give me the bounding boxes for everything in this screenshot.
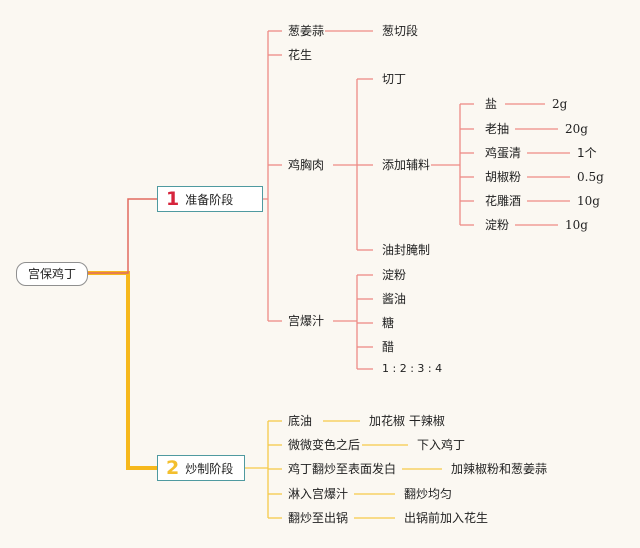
fuliao-amount[interactable]: 20g bbox=[564, 122, 589, 136]
stage-1-node[interactable]: 1 准备阶段 bbox=[157, 186, 263, 212]
step-label[interactable]: 翻炒至出锅 bbox=[287, 511, 350, 525]
node-huasheng[interactable]: 花生 bbox=[287, 48, 314, 62]
fuliao-name[interactable]: 盐 bbox=[484, 97, 499, 111]
step-label[interactable]: 微微变色之后 bbox=[287, 438, 362, 452]
step-label[interactable]: 鸡丁翻炒至表面发白 bbox=[287, 462, 398, 476]
stage-1-number: 1 bbox=[166, 187, 180, 210]
fuliao-amount[interactable]: 2g bbox=[551, 97, 569, 111]
fuliao-name[interactable]: 淀粉 bbox=[484, 218, 511, 232]
stage-2-label: 炒制阶段 bbox=[185, 461, 234, 476]
fuliao-amount[interactable]: 0.5g bbox=[576, 170, 605, 184]
node-tianjiafuliao[interactable]: 添加辅料 bbox=[381, 158, 432, 172]
step-label[interactable]: 底油 bbox=[287, 414, 314, 428]
root-topic[interactable]: 宫保鸡丁 bbox=[16, 262, 88, 286]
fuliao-name[interactable]: 胡椒粉 bbox=[484, 170, 523, 184]
zhi-ratio[interactable]: 1 : 2 : 3 : 4 bbox=[381, 362, 444, 376]
fuliao-amount[interactable]: 1个 bbox=[576, 146, 598, 160]
step-detail[interactable]: 出锅前加入花生 bbox=[403, 511, 490, 525]
stage-1-label: 准备阶段 bbox=[185, 192, 234, 207]
zhi-ingredient[interactable]: 酱油 bbox=[381, 292, 408, 306]
step-detail[interactable]: 加花椒 干辣椒 bbox=[368, 414, 446, 428]
node-jixiongrou[interactable]: 鸡胸肉 bbox=[287, 158, 326, 172]
node-youfengyanzhi[interactable]: 油封腌制 bbox=[381, 243, 432, 257]
zhi-ingredient[interactable]: 糖 bbox=[381, 316, 396, 330]
zhi-ingredient[interactable]: 淀粉 bbox=[381, 268, 408, 282]
step-label[interactable]: 淋入宫爆汁 bbox=[287, 487, 350, 501]
node-gongbaozhi[interactable]: 宫爆汁 bbox=[287, 314, 326, 328]
node-congqieduan[interactable]: 葱切段 bbox=[381, 24, 420, 38]
fuliao-name[interactable]: 老抽 bbox=[484, 122, 511, 136]
node-congjiangsuan[interactable]: 葱姜蒜 bbox=[287, 24, 326, 38]
step-detail[interactable]: 下入鸡丁 bbox=[416, 438, 467, 452]
stage-2-number: 2 bbox=[166, 456, 180, 479]
fuliao-amount[interactable]: 10g bbox=[576, 194, 601, 208]
stage-2-node[interactable]: 2 炒制阶段 bbox=[157, 455, 245, 481]
node-qieding[interactable]: 切丁 bbox=[381, 72, 408, 86]
fuliao-name[interactable]: 鸡蛋清 bbox=[484, 146, 523, 160]
step-detail[interactable]: 加辣椒粉和葱姜蒜 bbox=[450, 462, 549, 476]
fuliao-name[interactable]: 花雕酒 bbox=[484, 194, 523, 208]
fuliao-amount[interactable]: 10g bbox=[564, 218, 589, 232]
step-detail[interactable]: 翻炒均匀 bbox=[403, 487, 454, 501]
zhi-ingredient[interactable]: 醋 bbox=[381, 340, 396, 354]
